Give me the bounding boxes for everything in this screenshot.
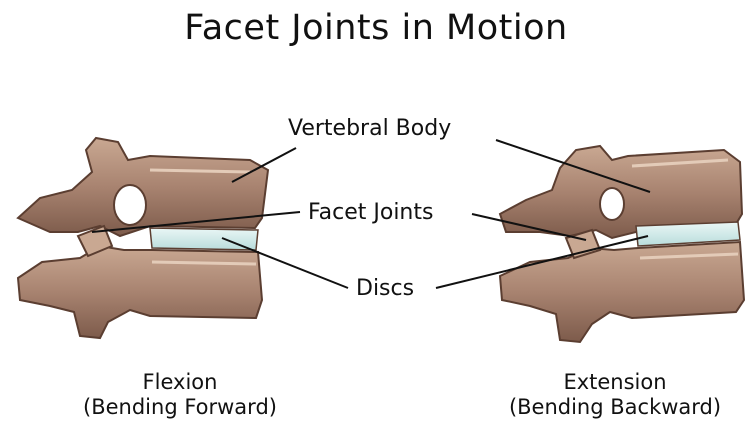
- flexion-upper-vertebra: [18, 138, 268, 236]
- caption-flexion-subtitle: (Bending Forward): [60, 395, 300, 420]
- caption-extension-subtitle: (Bending Backward): [484, 395, 746, 420]
- label-vertebral-body: Vertebral Body: [286, 116, 453, 141]
- caption-flexion: Flexion (Bending Forward): [60, 370, 300, 420]
- caption-extension: Extension (Bending Backward): [484, 370, 746, 420]
- caption-extension-title: Extension: [484, 370, 746, 395]
- label-facet-joints: Facet Joints: [306, 200, 435, 225]
- flexion-lower-vertebra: [18, 246, 262, 338]
- label-discs: Discs: [354, 276, 416, 301]
- caption-flexion-title: Flexion: [60, 370, 300, 395]
- flexion-spine-segment: [18, 138, 268, 338]
- extension-spine-segment: [500, 146, 744, 342]
- extension-lower-vertebra: [500, 242, 744, 342]
